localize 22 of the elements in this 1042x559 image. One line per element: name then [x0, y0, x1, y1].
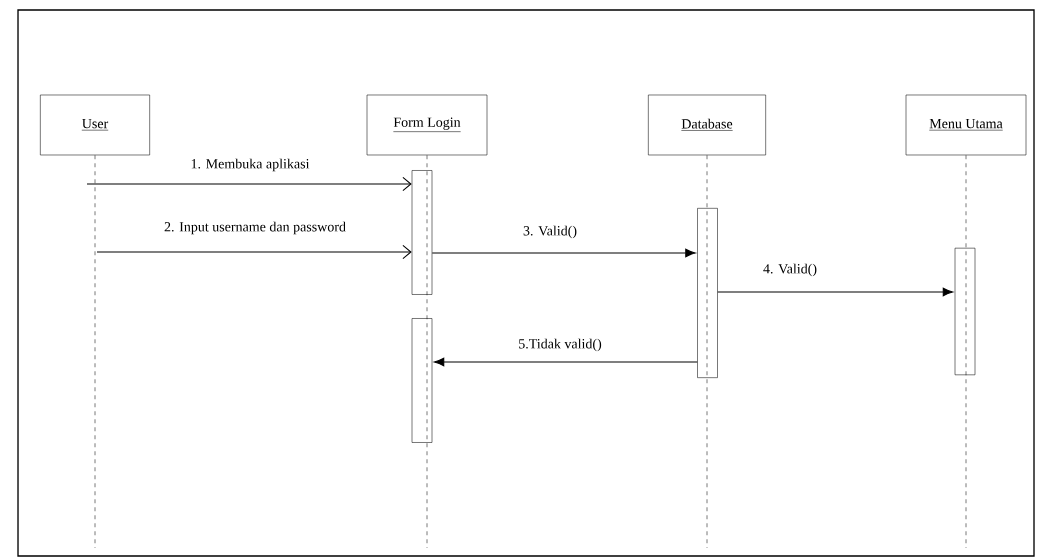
message-arrow — [86, 176, 412, 192]
message-arrow — [96, 244, 412, 260]
activation-bar — [411, 318, 433, 443]
message-arrow — [431, 248, 696, 258]
activation-bar — [411, 170, 433, 295]
activation-bar — [697, 208, 718, 378]
lifeline — [965, 155, 967, 549]
message-arrow — [717, 287, 954, 297]
message-label: 4. Valid() — [761, 262, 819, 278]
message-label: 1. Membuka aplikasi — [189, 157, 311, 173]
lifeline-header-box: User — [40, 94, 150, 156]
lifeline — [706, 155, 708, 549]
lifeline-header-box: Form Login — [366, 94, 488, 156]
lifeline — [94, 155, 96, 549]
lifeline-header-box: Menu Utama — [905, 94, 1027, 156]
message-label: 2. Input username dan password — [162, 220, 348, 236]
message-label: 3. Valid() — [521, 224, 579, 240]
message-arrow — [433, 357, 698, 367]
lifeline-header-box: Database — [648, 94, 766, 156]
activation-bar — [954, 247, 976, 376]
message-label: 5.Tidak valid() — [516, 337, 604, 353]
lifeline — [426, 155, 428, 549]
